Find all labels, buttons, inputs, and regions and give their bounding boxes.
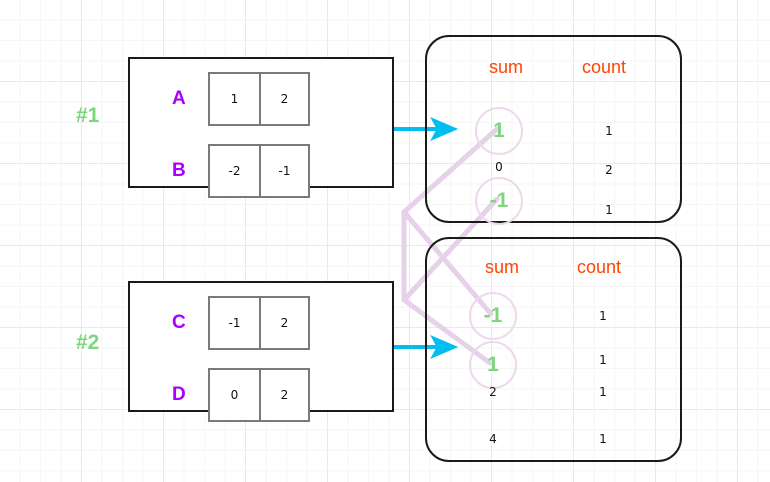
row-name-b: B (172, 160, 186, 181)
row-name-d: D (172, 384, 186, 405)
sum-value: 2 (489, 385, 497, 399)
sum-value: 4 (489, 432, 497, 446)
highlight-circle (469, 292, 517, 340)
cell-value: -2 (228, 164, 241, 178)
sum-value: -1 (483, 304, 503, 327)
count-value: 1 (599, 353, 607, 367)
sum-value: 1 (493, 119, 505, 142)
cell-value: 0 (230, 388, 239, 402)
value-pair: -2 -1 (208, 144, 310, 198)
cell-value: 2 (259, 74, 308, 124)
group-label-2: #2 (76, 331, 100, 354)
sum-value: 0 (495, 160, 503, 174)
column-header-sum: sum (485, 257, 520, 277)
column-header-count: count (582, 57, 627, 77)
value-pair: 0 2 (208, 368, 310, 422)
table-row: B -2 -1 (162, 144, 310, 198)
cell-value: 1 (230, 92, 239, 106)
table-row: A 1 2 (162, 72, 310, 126)
highlight-circle (469, 341, 517, 389)
row-name-a: A (172, 88, 186, 109)
count-value: 2 (605, 163, 613, 177)
sum-value: 1 (487, 353, 499, 376)
aggregate-panel-1: sum count 1 1 0 2 -1 1 (425, 35, 682, 225)
group-box-1: A 1 2 B -2 -1 (128, 57, 394, 198)
value-pair: -1 2 (208, 296, 310, 350)
highlight-circle (475, 107, 523, 155)
count-value: 1 (605, 124, 613, 138)
column-header-count: count (577, 257, 622, 277)
cell-value: 2 (259, 298, 308, 348)
count-value: 1 (599, 309, 607, 323)
count-value: 1 (599, 432, 607, 446)
row-name-c: C (172, 312, 186, 333)
count-value: 1 (605, 203, 613, 217)
aggregate-panel-2: sum count -1 1 1 1 2 1 4 1 (425, 237, 682, 462)
group-label-1: #1 (76, 104, 100, 127)
cell-value: -1 (259, 146, 308, 196)
count-value: 1 (599, 385, 607, 399)
column-header-sum: sum (489, 57, 524, 77)
table-row: D 0 2 (162, 368, 310, 422)
highlight-circle (475, 177, 523, 225)
cell-value: -1 (228, 316, 241, 330)
cell-value: 2 (259, 370, 308, 420)
sum-value: -1 (489, 189, 509, 212)
value-pair: 1 2 (208, 72, 310, 126)
table-row: C -1 2 (162, 296, 310, 350)
group-box-2: C -1 2 D 0 2 (128, 281, 394, 422)
